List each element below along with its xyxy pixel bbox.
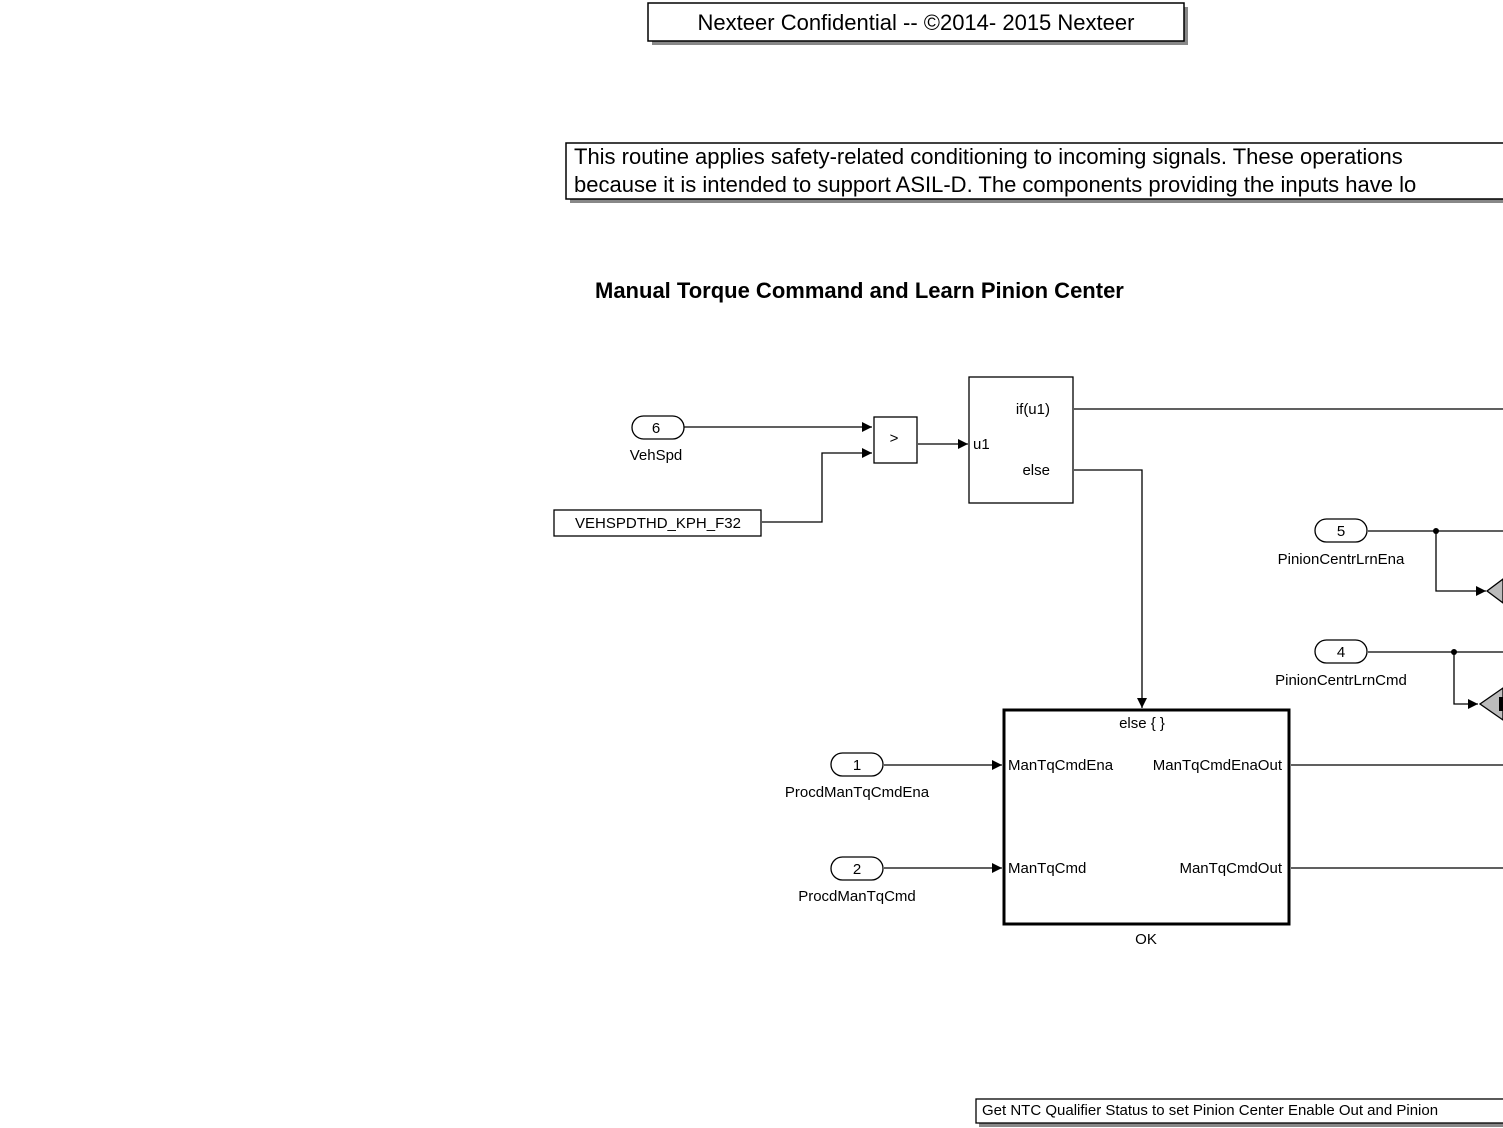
inport-pinion-centr-lrn-ena[interactable]: 5 PinionCentrLrnEna bbox=[1278, 518, 1405, 568]
junction-dot bbox=[1451, 649, 1457, 655]
constant-block[interactable]: VEHSPDTHD_KPH_F32 bbox=[553, 509, 762, 537]
inport-pinion-centr-lrn-cmd[interactable]: 4 PinionCentrLrnCmd bbox=[1275, 639, 1407, 689]
note-line-1: This routine applies safety-related cond… bbox=[574, 144, 1403, 169]
confidential-text: Nexteer Confidential -- ©2014- 2015 Next… bbox=[698, 10, 1135, 35]
subsystem-name: OK bbox=[1135, 931, 1157, 948]
footer-note: Get NTC Qualifier Status to set Pinion C… bbox=[975, 1098, 1503, 1127]
subsystem-in2-label: ManTqCmd bbox=[1008, 860, 1086, 877]
inport-procd-man-tq-cmd-ena[interactable]: 1 ProcdManTqCmdEna bbox=[785, 752, 930, 801]
inport-vehspd[interactable]: 6 VehSpd bbox=[630, 415, 685, 464]
action-subsystem-ok[interactable]: else { } ManTqCmdEna ManTqCmd ManTqCmdEn… bbox=[1002, 708, 1291, 948]
junction-dot bbox=[1433, 528, 1439, 534]
inport-number: 6 bbox=[652, 420, 660, 437]
footer-note-text: Get NTC Qualifier Status to set Pinion C… bbox=[982, 1102, 1438, 1119]
inport-label: ProcdManTqCmd bbox=[798, 888, 916, 905]
inport-label: PinionCentrLrnCmd bbox=[1275, 672, 1407, 689]
subsystem-out1-label: ManTqCmdEnaOut bbox=[1153, 757, 1283, 774]
relational-operator-symbol: > bbox=[890, 430, 899, 447]
else-output-label: else bbox=[1022, 462, 1050, 479]
inport-number: 4 bbox=[1337, 644, 1345, 661]
subsystem-in1-label: ManTqCmdEna bbox=[1008, 757, 1114, 774]
relational-operator-block[interactable]: > bbox=[873, 416, 918, 464]
inport-number: 2 bbox=[853, 861, 861, 878]
inport-number: 1 bbox=[853, 757, 861, 774]
subsystem-header: else { } bbox=[1119, 715, 1165, 732]
inport-label: ProcdManTqCmdEna bbox=[785, 784, 930, 801]
inport-label: VehSpd bbox=[630, 447, 683, 464]
note-line-2: because it is intended to support ASIL-D… bbox=[574, 172, 1416, 197]
inport-procd-man-tq-cmd[interactable]: 2 ProcdManTqCmd bbox=[798, 856, 916, 905]
if-block[interactable]: u1 if(u1) else bbox=[968, 376, 1074, 504]
diagram-title: Manual Torque Command and Learn Pinion C… bbox=[595, 278, 1124, 303]
constant-label: VEHSPDTHD_KPH_F32 bbox=[575, 515, 741, 532]
gain-block-partial[interactable] bbox=[1478, 687, 1503, 721]
if-input-label: u1 bbox=[973, 436, 990, 453]
if-output-label: if(u1) bbox=[1016, 401, 1050, 418]
inport-number: 5 bbox=[1337, 523, 1345, 540]
subsystem-out2-label: ManTqCmdOut bbox=[1179, 860, 1282, 877]
confidential-banner: Nexteer Confidential -- ©2014- 2015 Next… bbox=[647, 2, 1188, 45]
gain-block-partial[interactable] bbox=[1485, 578, 1503, 604]
description-note: This routine applies safety-related cond… bbox=[565, 142, 1503, 203]
inport-label: PinionCentrLrnEna bbox=[1278, 551, 1405, 568]
signal-wires bbox=[684, 408, 1503, 873]
